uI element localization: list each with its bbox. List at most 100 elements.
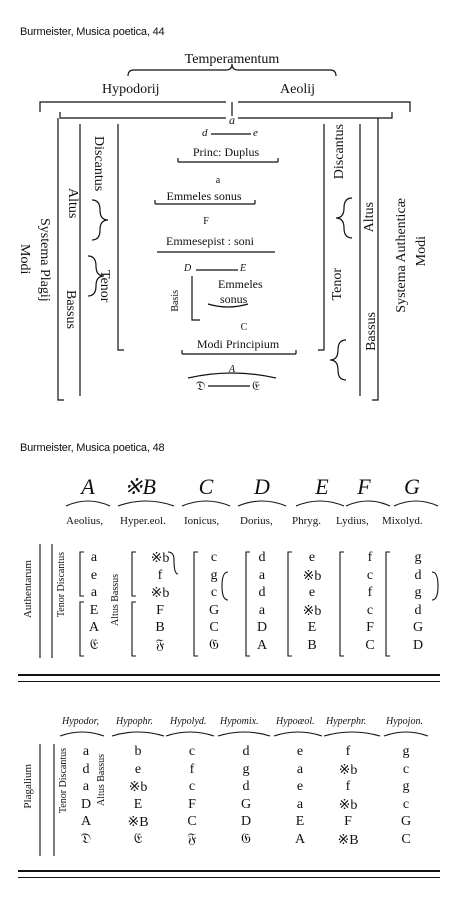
auth-rule-top [18,674,440,676]
left-bassus: Bassus [63,290,78,329]
auth-note-2-5: 𝔊 [209,637,219,653]
plag-note-1-3: E [133,796,143,812]
center-e: e [253,127,258,139]
princ-duplus: Princ: Duplus [192,145,260,159]
auth-note-2-3: G [208,602,220,618]
plag-mode-2: Hypolyd. [170,716,207,727]
plag-voice-bass: Altus Bassus [96,754,107,806]
plag-note-4-5: A [294,831,306,847]
left-modi: Modi [17,244,32,275]
plag-note-6-2: g [402,779,410,794]
auth-note-6-3: d [414,602,422,618]
plag-note-2-3: F [188,796,196,812]
plag-mode-6: Hypojon. [386,716,423,727]
plag-note-0-5: 𝔇 [80,831,92,847]
auth-note-6-5: D [412,637,424,653]
hypodorij-label: Hypodorij [102,82,160,97]
auth-note-4-5: B [307,637,317,653]
center-D-gothic: 𝔇 [196,378,206,393]
auth-note-5-2: f [367,585,373,600]
aeolij-label: Aeolij [280,82,315,97]
auth-note-3-2: d [258,585,266,600]
auth-note-4-2: e [308,585,316,600]
plag-note-4-4: E [295,814,305,829]
plag-note-1-0: b [134,744,142,759]
auth-note-3-4: D [256,620,268,635]
plag-mode-4: Hypoæol. [276,716,315,727]
plag-note-0-1: d [82,761,90,777]
plag-note-2-2: c [188,779,196,794]
plag-note-3-2: d [242,779,250,794]
plag-note-4-3: a [296,796,304,812]
plag-note-2-1: f [189,761,195,777]
auth-note-5-4: F [366,620,374,635]
plag-note-3-5: 𝔊 [241,831,251,847]
center-A: A [228,364,236,375]
auth-note-4-3: ※b [302,603,322,619]
plag-note-5-0: f [345,744,351,759]
plag-note-0-2: a [82,779,90,794]
plag-note-2-4: C [187,814,197,829]
plag-voice-discant: Tenor Discantus [58,748,69,814]
plag-rule-bottom [18,877,440,878]
emmelepist-soni: Emmesepist : soni [166,234,254,248]
mode-6: Mixolyd. [382,515,423,527]
auth-note-1-1: f [157,567,163,583]
auth-note-5-3: c [366,602,374,618]
final-6: G [404,474,420,499]
auth-note-3-5: A [256,637,268,653]
final-4: E [315,474,329,499]
center-E-gothic: 𝔈 [252,378,260,393]
plag-note-0-0: a [82,744,90,759]
auth-note-1-4: B [155,620,165,635]
final-3: D [254,474,270,499]
auth-rule-bottom [18,681,440,682]
auth-note-4-4: E [307,620,317,635]
plag-note-4-1: a [296,761,304,777]
left-systema: Systema Plagij [37,218,52,302]
auth-note-5-1: c [366,567,374,583]
auth-note-0-0: a [90,550,98,565]
mode-0: Aeolius, [66,515,103,527]
auth-note-2-0: c [210,550,218,565]
center-d: d [202,127,208,139]
plag-note-5-1: ※b [338,762,358,778]
plag-note-3-4: D [240,814,252,829]
emmeles-label: Emmeles [218,277,263,291]
plag-note-6-0: g [402,744,410,759]
auth-note-2-2: c [210,585,218,600]
auth-note-6-0: g [414,550,422,565]
auth-note-6-2: g [414,585,422,600]
plag-note-6-5: C [401,831,411,847]
auth-note-6-1: d [414,567,422,583]
auth-note-2-1: g [210,567,218,583]
plag-note-4-2: e [296,779,304,794]
auth-note-0-2: a [90,585,98,600]
mode-4: Phryg. [292,515,322,527]
figure2-caption: Burmeister, Musica poetica, 48 [20,442,165,454]
center-F: F [203,216,209,227]
plag-note-0-3: D [80,796,92,812]
plag-note-6-1: c [402,761,410,777]
auth-note-1-3: F [156,602,164,618]
mode-5: Lydius, [336,515,369,527]
sonus-label: sonus [220,292,248,306]
left-tenor: Tenor [97,270,112,303]
plag-note-5-5: ※B [337,832,359,848]
auth-note-3-1: a [258,567,266,583]
plag-note-2-5: 𝔉 [187,831,197,847]
auth-note-5-0: f [367,550,373,565]
emmeles-sonus: Emmeles sonus [166,189,242,203]
auth-note-1-5: 𝔉 [155,637,165,653]
mode-2: Ionicus, [184,515,220,527]
auth-note-0-5: 𝔈 [89,637,99,653]
plag-note-1-1: e [134,761,142,777]
auth-note-6-4: G [412,620,424,635]
auth-note-0-1: e [90,567,98,583]
plag-note-5-3: ※b [338,797,358,813]
plag-note-0-4: A [80,814,92,829]
mode-3: Dorius, [240,515,273,527]
auth-note-1-0: ※b [150,551,170,566]
center-a-top: a [229,113,235,127]
